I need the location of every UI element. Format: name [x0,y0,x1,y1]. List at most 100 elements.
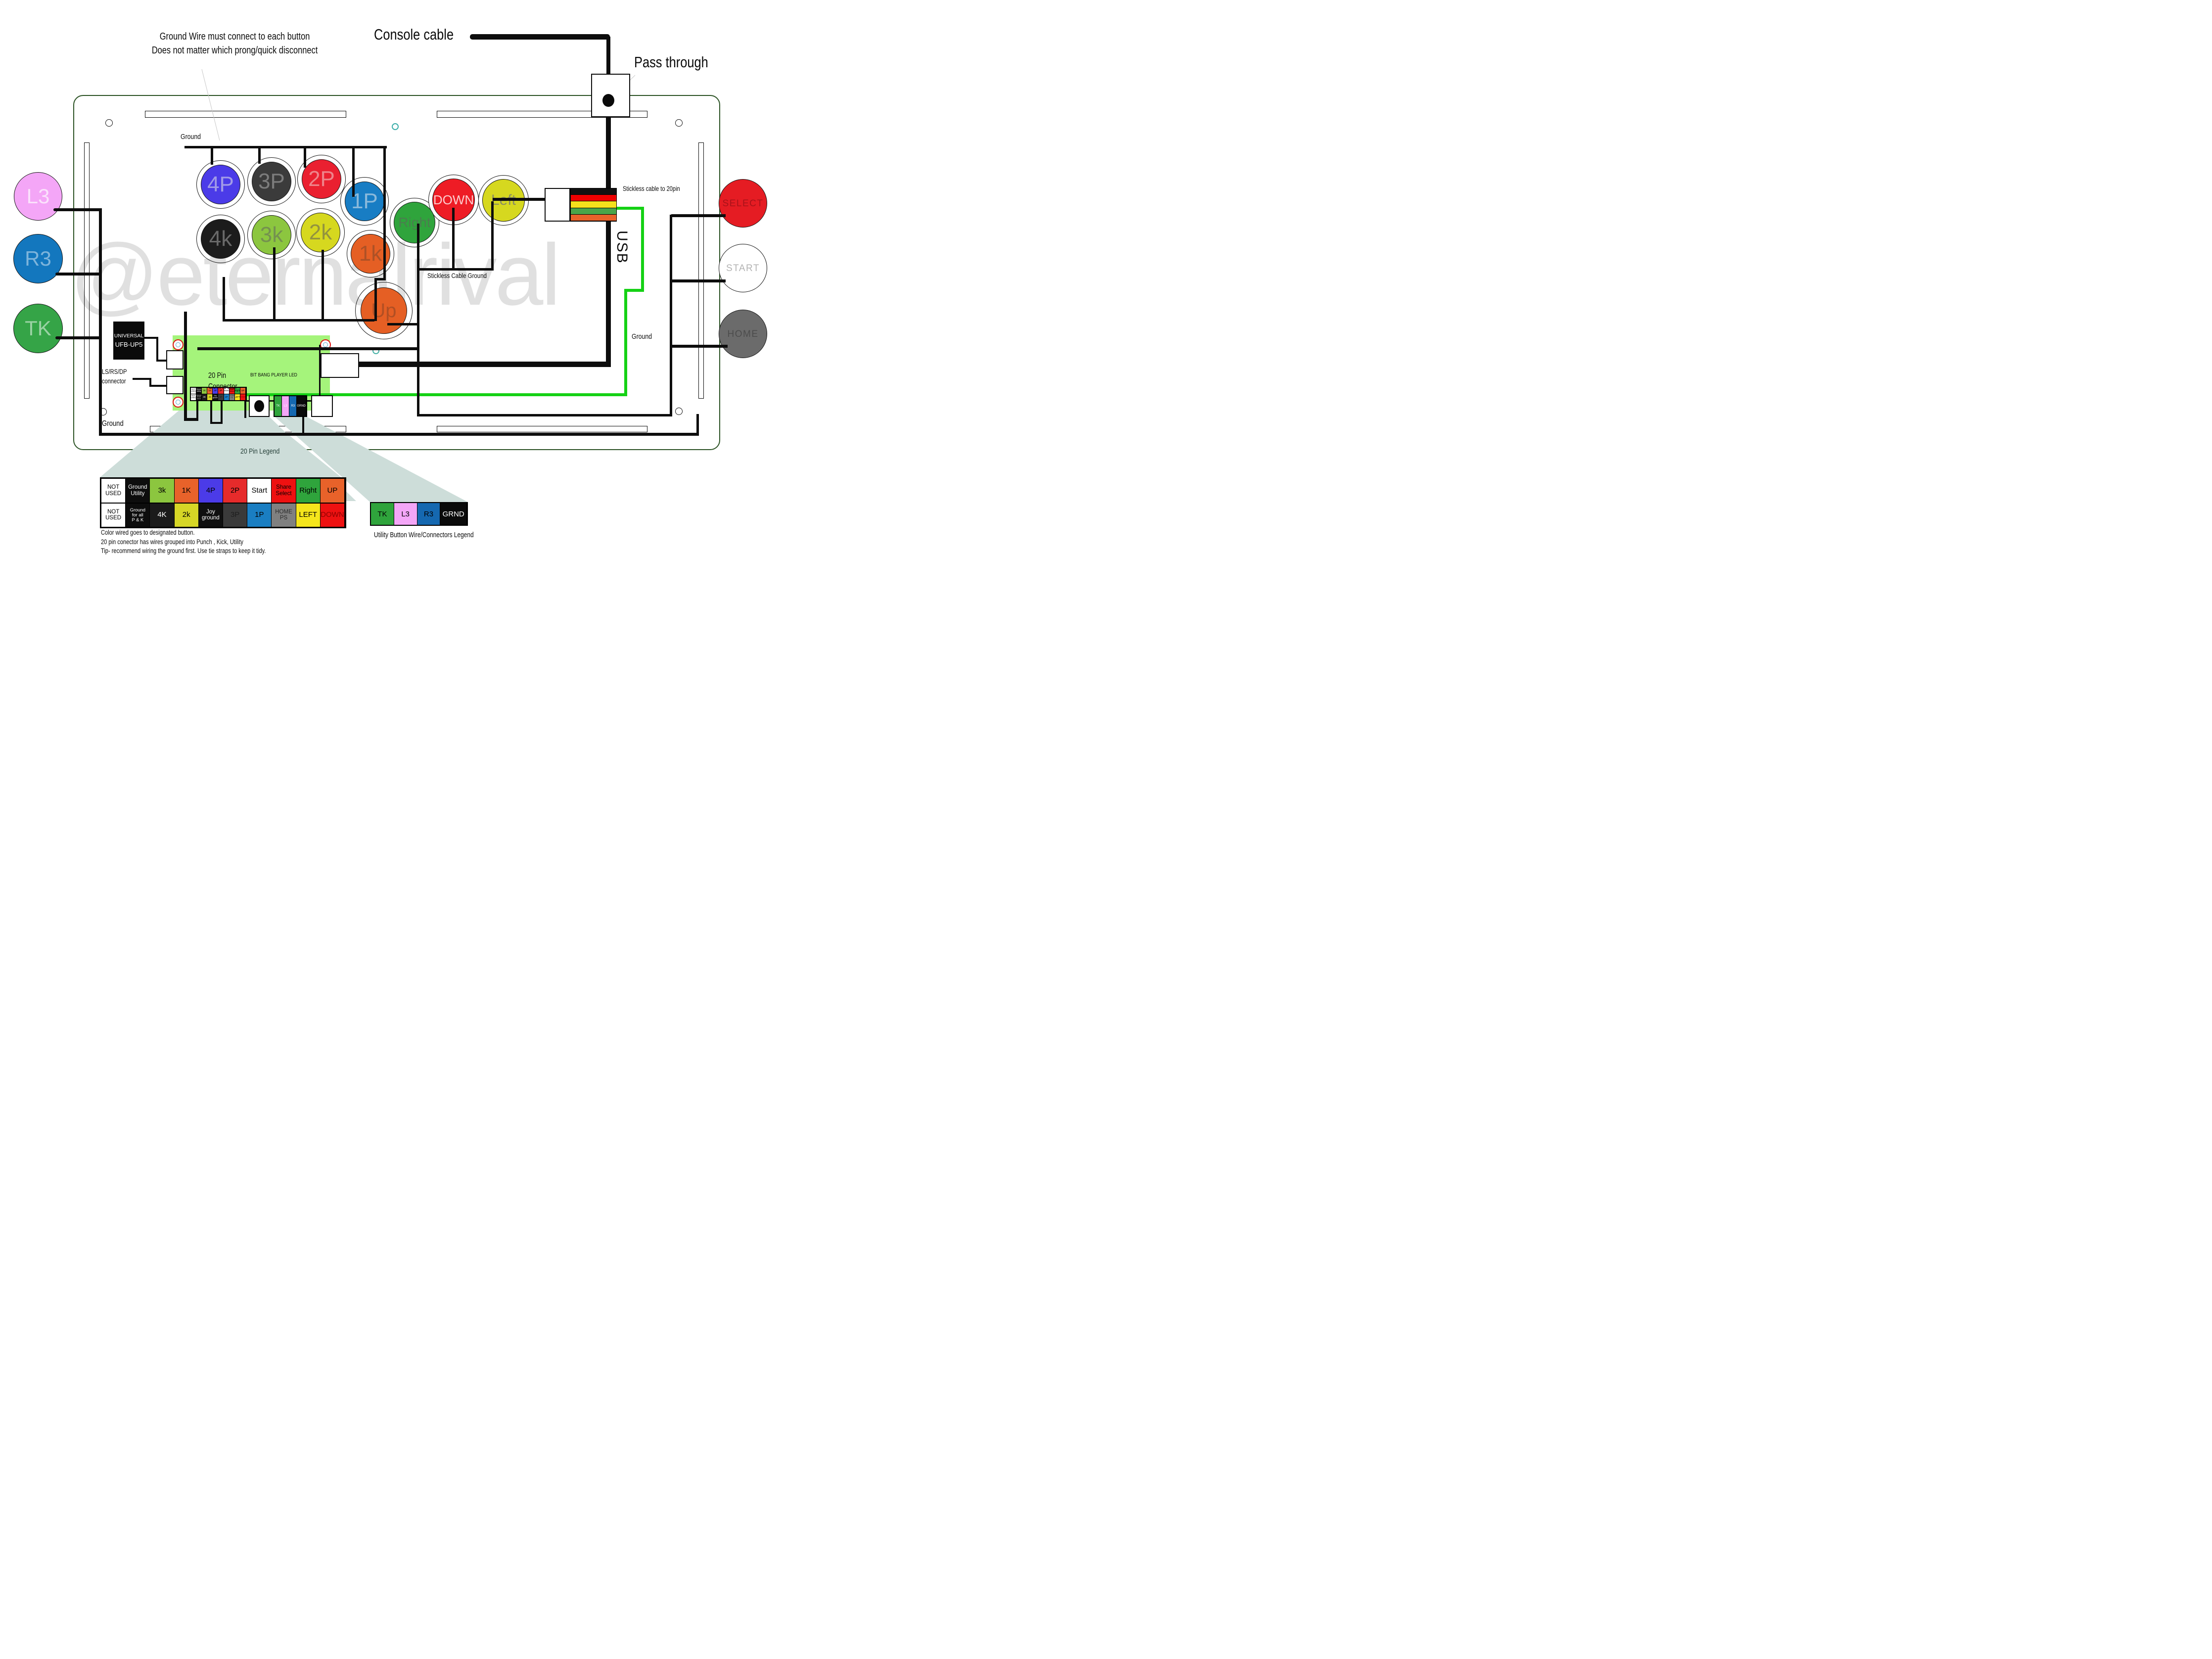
pcb-mount-hole-inner [323,342,328,347]
ribbon-stripe [571,188,616,195]
ground-drop-3P [258,147,261,164]
strip-descender [221,401,223,424]
button-START: START [719,244,767,292]
utility-legend-cell-GRND: GRND [440,503,467,525]
pin20-cell-3P: 3P [218,394,224,400]
green-wire [617,207,644,210]
legend-cell-3P: 3P [223,503,248,527]
bottom-right-riser [696,414,699,436]
console-cable-line [470,34,610,40]
pcb-mount-hole-inner [176,400,181,405]
button-label-L3: L3 [26,184,50,208]
green-wire [624,289,644,292]
ground-drop-4P [211,147,213,165]
right-ground-rail [670,215,672,416]
ground-jog-1k [374,278,386,280]
note-line1: Color wired goes to designated button. [101,529,195,536]
bitbang-label: BIT BANG PLAYER LED [250,372,297,378]
left-signal-wire [493,198,548,201]
ground-label-right: Ground [632,332,652,341]
utility-ground-bus-bottom [99,433,699,436]
ground-bus-top [184,146,387,148]
ufb-label-line1: UNIVERSAL [114,333,144,339]
instruction-line2: Does not matter which prong/quick discon… [152,45,318,56]
pin20-cell-1P: 1P [224,394,230,400]
instruction-text: Ground Wire must connect to each button … [134,30,336,57]
button-label-4P: 4P [207,172,234,196]
pcb-to-rail-ground [197,347,418,350]
passthrough-cable-upper [606,37,610,76]
pin20-cell-Right: Right [234,388,240,394]
button-Up: Up [361,287,407,334]
pass-through-label: Pass through [634,53,708,71]
button-label-HOME: HOME [727,328,759,339]
ufb-connector-wire [144,337,158,339]
pivot-hole-teal [392,123,399,130]
pin20-cell-3k: 3k [202,388,208,394]
button-2P: 2P [302,159,341,199]
green-wire [624,289,627,396]
note-line3: Tip- recommend wiring the ground first. … [101,547,266,554]
ufb-utility-connector [166,350,184,369]
strip-descender [210,401,212,424]
legend-cell-1P: 1P [247,503,272,527]
legend-cell-DOWN: DOWN [320,503,345,527]
legend-cell-2P: 2P [223,479,248,503]
ufb-label-box: UNIVERSAL UFB-UP5 [113,322,144,360]
usb-label: USB [614,230,630,264]
left-ground-drop [491,201,494,271]
usb-connector-box [321,353,359,378]
slot-bar-top-left [145,111,346,118]
button-label-TK: TK [25,317,51,340]
note-line2: 20 pin conector has wires grouped into P… [101,538,243,546]
slot-bar-right [698,142,704,399]
aux-connector-box [311,395,333,417]
green-wire [244,393,627,396]
utility-connector-cell-TK: TK [275,396,282,416]
button-label-2k: 2k [309,220,332,244]
button-label-1P: 1P [351,189,378,213]
utility-legend-cell-L3: L3 [394,503,417,525]
utility-legend-cell-TK: TK [371,503,394,525]
instruction-line1: Ground Wire must connect to each button [160,31,310,42]
down-ground-drop [452,208,455,271]
legend-cell-2k: 2k [174,503,199,527]
pin20-cell-2k: 2k [207,394,213,400]
button-label-3P: 3P [258,169,285,193]
utility-caption: Utility Button Wire/Connectors Legend [374,531,474,539]
legend-cell-Start: Start [247,479,272,503]
select-stub [671,214,726,217]
button-TK: TK [13,304,63,353]
button-4P: 4P [201,165,240,204]
button-SELECT: SELECT [719,179,767,228]
utility-legend-cell-R3: R3 [417,503,441,525]
home-stub [671,345,728,348]
ground-label-top: Ground [181,133,201,141]
pin20-cell-Ground-for all-P & K: Groundfor allP & K [196,394,202,400]
button-Right: Right [394,202,435,243]
stickless-ground-bus [418,268,493,271]
console-cable-label: Console cable [374,26,454,43]
ribbon-stripe [571,201,616,208]
player-led-dot [254,400,264,412]
button-2k: 2k [301,213,340,252]
button-L3: L3 [14,172,62,221]
button-1P: 1P [345,182,384,221]
stickless-ribbon-cable [570,188,617,222]
pcb-ground-foot [184,418,198,421]
ribbon-stripe [571,208,616,215]
screw-hole [105,119,113,127]
